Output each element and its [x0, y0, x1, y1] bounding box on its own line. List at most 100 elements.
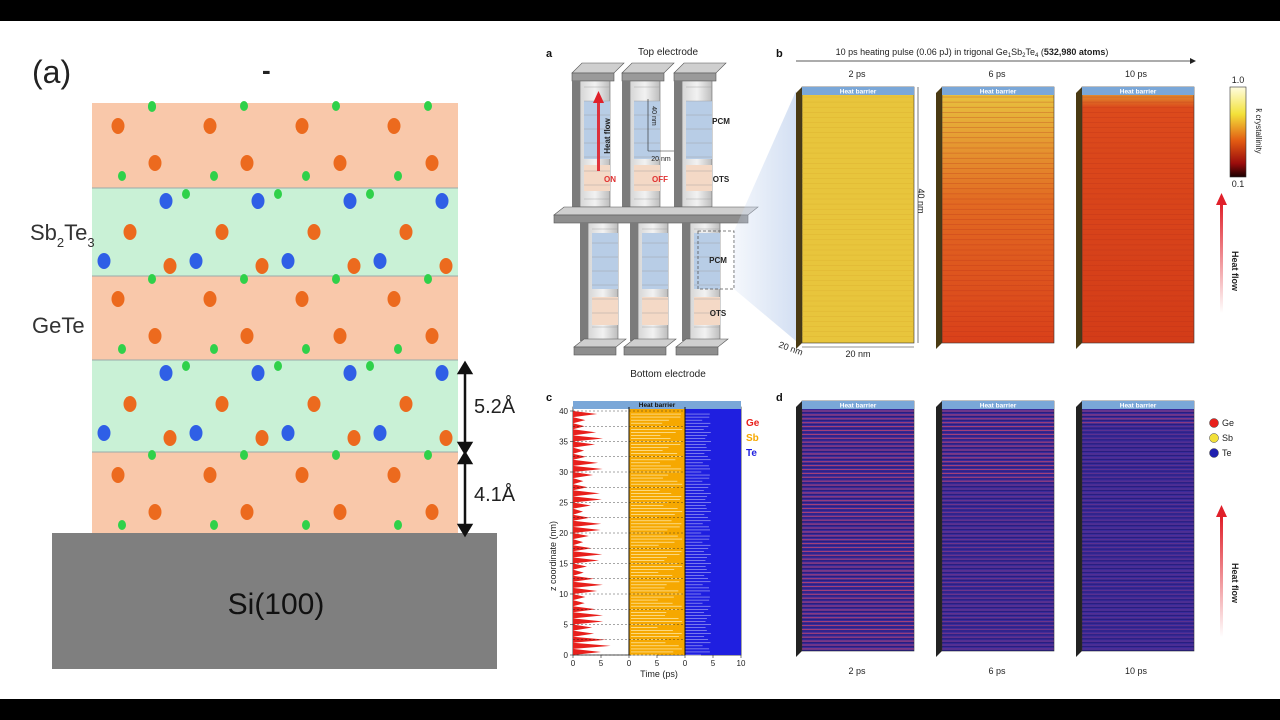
legend-te: Te — [1222, 448, 1232, 458]
sb2te3-label: Sb2Te3 — [30, 220, 95, 250]
atom-small — [394, 344, 402, 354]
crystallinity-colorbar — [1229, 86, 1247, 178]
atom-te — [333, 328, 347, 344]
ots-label-top: OTS — [713, 175, 730, 184]
heat-flow-arrow-b-head — [1216, 193, 1227, 205]
heat-flow-arrow-a-head — [593, 91, 604, 103]
ge-profile — [573, 407, 611, 655]
heat-barrier-band — [942, 87, 1054, 95]
atom-small — [366, 361, 374, 371]
slab-side — [1076, 401, 1082, 657]
sb2te3-layer-bottom — [92, 360, 458, 452]
te-profile — [685, 407, 741, 655]
atom-small — [332, 101, 340, 111]
legend-sb: Sb — [1222, 433, 1233, 443]
atom-sb — [251, 193, 265, 209]
panel-c-legend-te: Te — [746, 448, 757, 459]
xtick-label: 5 — [711, 659, 716, 668]
atom-small — [424, 101, 432, 111]
heat-barrier-band — [802, 401, 914, 409]
gete-layer-bottom — [92, 452, 458, 534]
pcm-label-top: PCM — [712, 117, 730, 126]
ots-label-bottom: OTS — [710, 309, 727, 318]
atom-small — [366, 189, 374, 199]
panel-label-a-left: (a) — [32, 54, 71, 90]
heat-barrier-band — [802, 87, 914, 95]
sb-profile — [629, 407, 685, 655]
atom-small — [274, 361, 282, 371]
atom-small — [274, 189, 282, 199]
ytick-label: 10 — [559, 590, 568, 599]
atom-te — [307, 396, 321, 412]
time-arrow-b — [796, 58, 1196, 64]
atom-te — [399, 396, 413, 412]
si-substrate — [52, 533, 497, 669]
on-label: ON — [604, 175, 616, 184]
bottom-electrode-face — [675, 346, 719, 356]
panel-d-time-2: 6 ps — [988, 666, 1006, 676]
dim-40nm-a: 40 nm — [650, 106, 657, 126]
dim-40nm-b: 40 nm — [916, 188, 926, 213]
atom-sb — [281, 425, 295, 441]
atom-small — [332, 274, 340, 284]
dash-mark: - — [262, 55, 271, 85]
atom-small — [394, 520, 402, 530]
atom-sb — [159, 193, 173, 209]
atom-te — [347, 258, 361, 274]
slab-side — [1076, 87, 1082, 349]
dim-20nm-a: 20 nm — [651, 156, 671, 163]
atom-small — [240, 274, 248, 284]
pillar-side — [674, 81, 682, 207]
atom-sb — [159, 365, 173, 381]
middle-electrode-top — [553, 206, 759, 216]
panel-d-time-3: 10 ps — [1125, 666, 1148, 676]
heat-flow-label-d: Heat flow — [1230, 563, 1240, 604]
ytick-label: 40 — [559, 407, 568, 416]
ytick-label: 35 — [559, 438, 568, 447]
atom-dots — [97, 101, 453, 530]
atom-ge — [295, 467, 309, 483]
ots-layer-lower — [694, 297, 720, 325]
top-electrode-face — [621, 72, 665, 82]
top-electrode-bar — [621, 62, 675, 74]
heat-barrier-label-b: Heat barrier — [980, 89, 1017, 96]
panel-b-label: b — [776, 48, 783, 60]
panel-c-legend-sb: Sb — [746, 433, 759, 444]
heat-barrier-band — [942, 401, 1054, 409]
heat-barrier-band-c — [573, 401, 741, 409]
top-electrode-bar — [673, 62, 727, 74]
slab-side — [796, 401, 802, 657]
heat-flow-label-a: Heat flow — [603, 117, 612, 153]
sb2te3-layer-top — [92, 188, 458, 276]
atom-sb — [97, 253, 111, 269]
colorbar-max: 1.0 — [1232, 75, 1245, 85]
atom-sb — [343, 193, 357, 209]
ots-layer — [686, 165, 712, 191]
atom-small — [424, 274, 432, 284]
atom-small — [302, 520, 310, 530]
atom-te — [148, 328, 162, 344]
atom-small — [148, 450, 156, 460]
atom-sb — [435, 365, 449, 381]
atom-te — [255, 430, 269, 446]
atom-small — [210, 520, 218, 530]
xtick-label: 5 — [599, 659, 604, 668]
pcm-layer-lower — [592, 233, 618, 289]
xtick-label: 0 — [571, 659, 576, 668]
atom-ge — [387, 467, 401, 483]
atom-ge — [111, 118, 125, 134]
atom-te — [425, 328, 439, 344]
atom-te — [148, 504, 162, 520]
atom-te — [307, 224, 321, 240]
heat-barrier-label-b: Heat barrier — [1120, 89, 1157, 96]
colorbar-label: k̄ crystallinity — [1254, 108, 1263, 153]
atom-sb — [281, 253, 295, 269]
atom-small — [182, 189, 190, 199]
panel-c-xlabel: Time (ps) — [640, 669, 678, 679]
atom-small — [240, 101, 248, 111]
atom-te — [123, 224, 137, 240]
